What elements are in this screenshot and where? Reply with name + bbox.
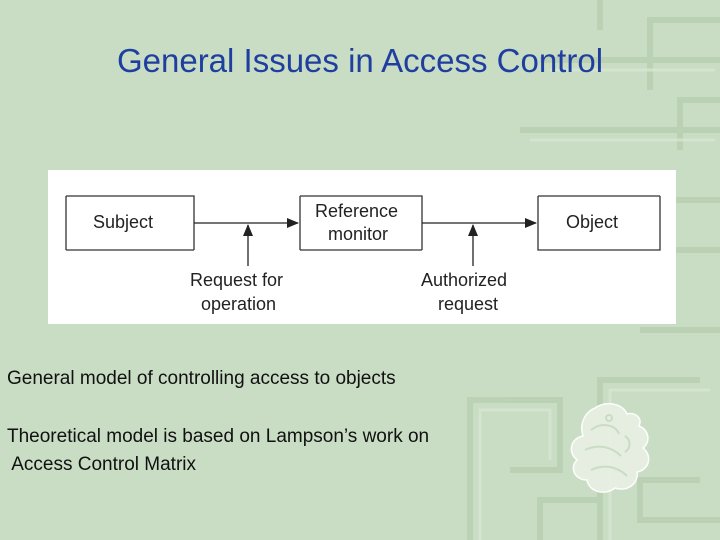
subject-box bbox=[65, 195, 195, 250]
dragon-emblem-icon bbox=[570, 402, 650, 493]
reference-monitor-label-1: Reference bbox=[315, 201, 399, 221]
body-line-3: Access Control Matrix bbox=[7, 454, 196, 475]
reference-monitor-label-2: monitor bbox=[328, 224, 389, 244]
authorized-label-2: request bbox=[438, 294, 499, 314]
diagram-lines bbox=[65, 195, 661, 266]
object-label: Object bbox=[566, 212, 619, 232]
reference-monitor-box bbox=[299, 195, 423, 251]
body-line-1: General model of controlling access to o… bbox=[7, 368, 396, 389]
subject-label: Subject bbox=[93, 212, 154, 232]
request-label-2: operation bbox=[201, 294, 277, 314]
body-line-2: Theoretical model is based on Lampson’s … bbox=[7, 426, 430, 447]
slide-title: General Issues in Access Control bbox=[116, 42, 604, 79]
object-box bbox=[537, 195, 661, 251]
access-control-diagram: Subject Reference monitor Object Request… bbox=[48, 170, 676, 324]
authorized-label-1: Authorized bbox=[421, 270, 508, 290]
request-label-1: Request for bbox=[190, 270, 284, 290]
